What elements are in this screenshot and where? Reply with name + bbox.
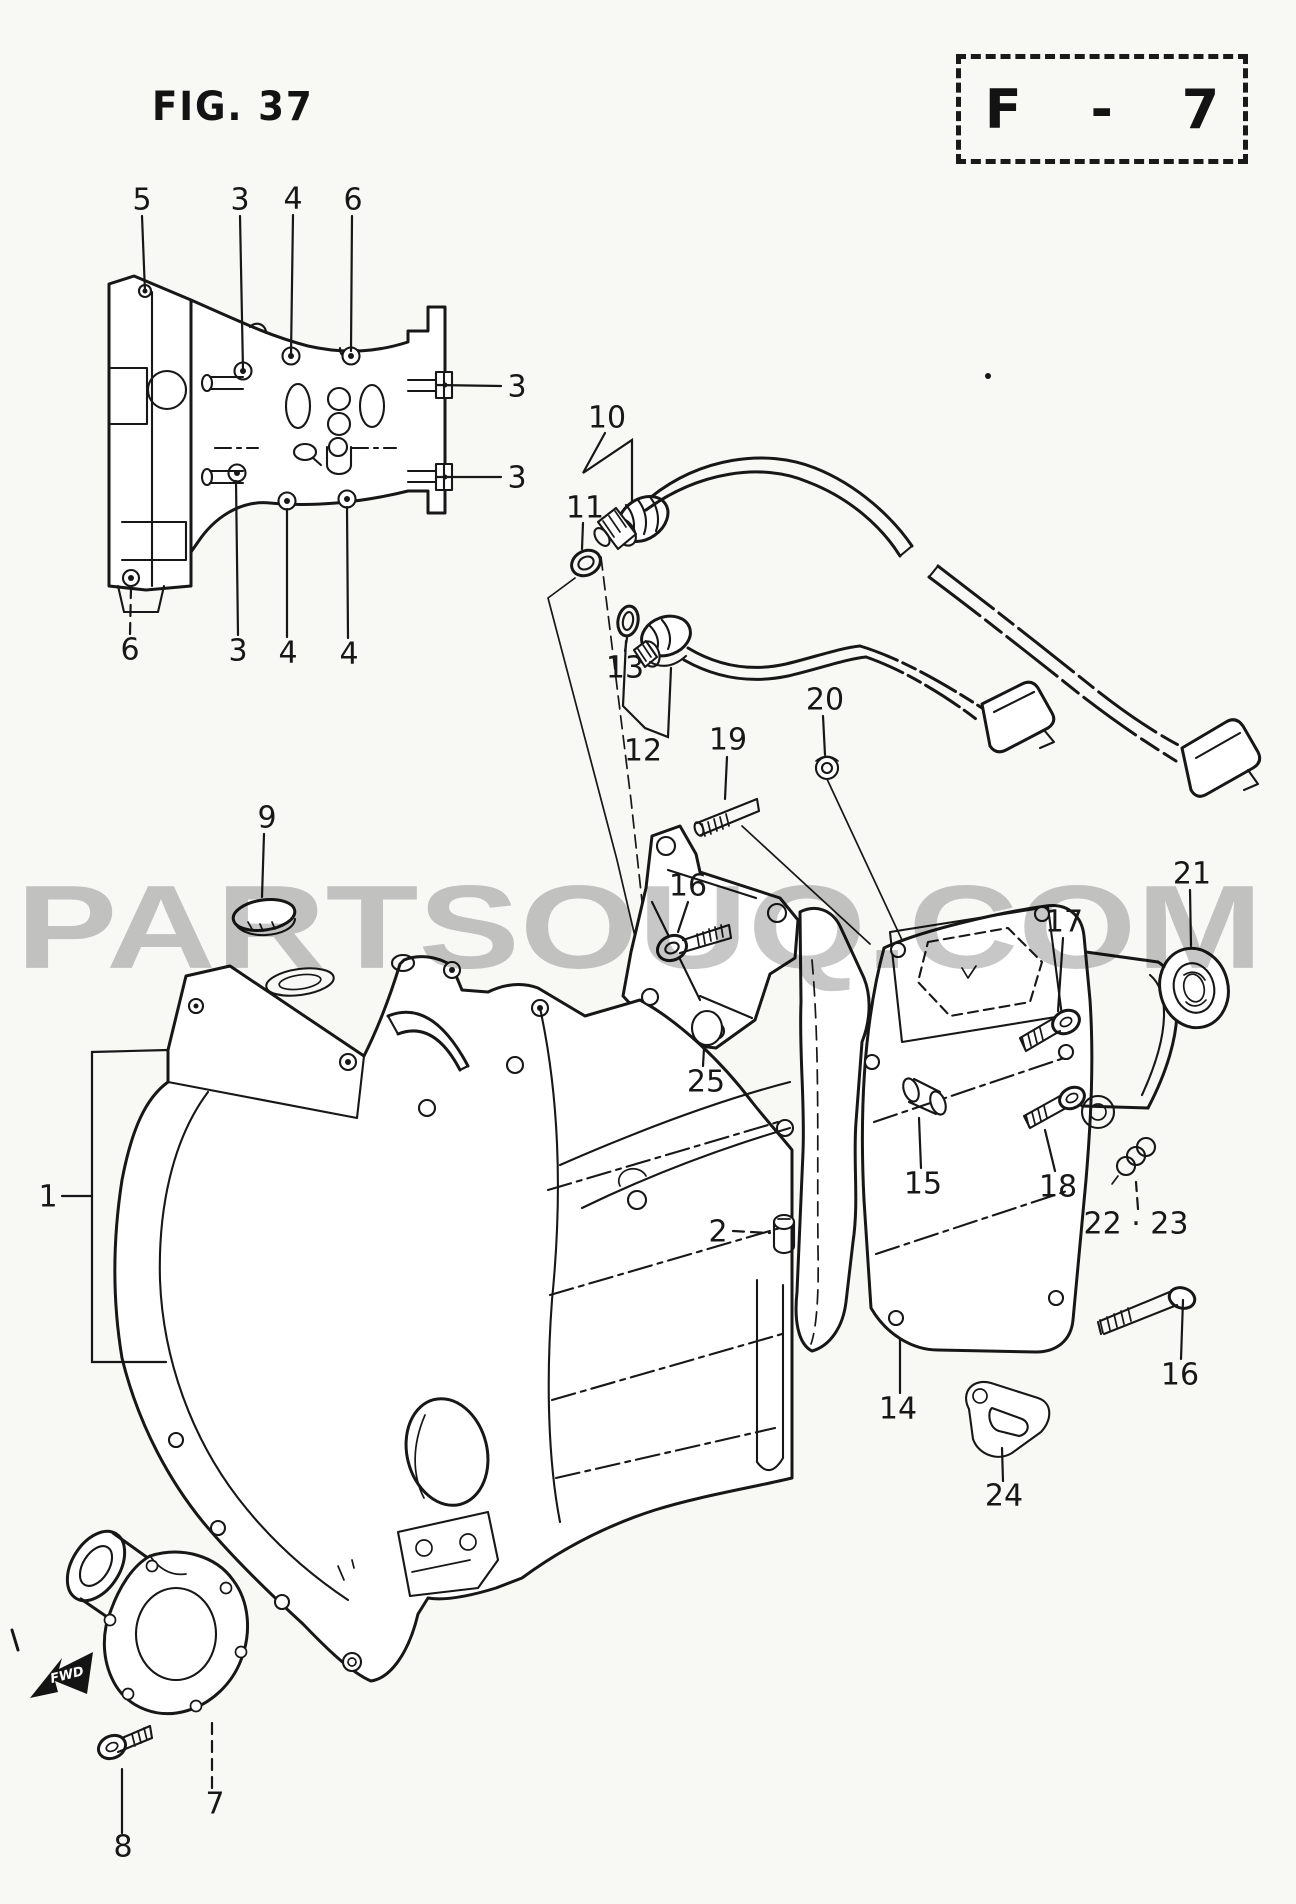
callout-14: 14 [879,1392,917,1427]
callout-leader-24 [1000,1446,1005,1483]
callout-leader-25 [701,1046,706,1068]
plug-2 [772,1213,796,1255]
print-tick [10,1628,20,1652]
callout-3: 3 [228,634,247,669]
callout-3: 3 [507,370,526,405]
callout-16: 16 [669,869,707,904]
callout-9: 9 [257,801,276,836]
callout-8: 8 [113,1830,132,1865]
callout-6: 6 [120,633,139,668]
bolt-16b [1096,1286,1197,1336]
callout-5: 5 [132,183,151,218]
callout-leader-3 [234,479,240,637]
switch-a [593,494,670,551]
callout-3: 3 [230,183,249,218]
switch-harness [547,456,1262,993]
callout-21: 21 [1173,857,1211,892]
callout-leader-11 [580,521,585,551]
callout-7: 7 [205,1787,224,1822]
callout-leader-10 [582,431,634,504]
figure-title: FIG. 37 [152,84,314,130]
callout-leader-6 [128,586,133,636]
callout-leader-5 [140,214,147,294]
callout-leader-1 [90,1048,170,1364]
mounting-bracket [621,824,800,1050]
bolt-8 [96,1724,154,1761]
callout-leader-6 [349,214,354,353]
callout-leader-15 [917,1116,923,1170]
callout-leader-18 [1043,1128,1057,1173]
callout-4: 4 [339,637,358,672]
case-side-view [107,274,454,614]
print-dot [985,373,991,379]
filler-cap-9 [231,898,297,937]
page-reference-label: F - 7 [984,77,1236,141]
callout-leader-3 [434,383,503,388]
callout-leader-4 [345,505,350,640]
callout-leader-4 [289,213,295,357]
callout-6: 6 [343,183,362,218]
callout-22 · 23: 22 · 23 [1084,1207,1189,1242]
page-reference-box: F - 7 [956,54,1248,164]
callout-24: 24 [985,1479,1023,1514]
nut-20 [814,755,840,781]
callout-leader-16 [1179,1298,1185,1361]
o-ring-13 [616,604,640,638]
callout-15: 15 [904,1167,942,1202]
callout-3: 3 [507,461,526,496]
extension-cover [65,1529,250,1761]
callout-2: 2 [708,1215,727,1250]
callout-25: 25 [687,1065,725,1100]
callout-10: 10 [588,401,626,436]
oil-seal-21 [1158,946,1230,1030]
stud-19 [693,797,761,837]
callout-20: 20 [806,683,844,718]
callout-11: 11 [566,491,604,526]
main-case [113,898,796,1683]
callout-leader-22 · 23 [1134,1180,1140,1211]
gasket-14 [794,907,871,1353]
connector-b [1180,718,1262,798]
callout-leader-9 [260,832,266,899]
callout-leader-3 [238,214,245,372]
callout-leader-20 [821,714,827,757]
right-cover-assembly [794,904,1230,1458]
callout-leader-2 [731,1229,772,1235]
callout-leader-17 [1056,936,1065,1013]
callout-18: 18 [1039,1170,1077,1205]
o-ring-11 [570,548,602,578]
spring-22-23 [1111,1136,1157,1185]
callout-19: 19 [709,723,747,758]
plug-25 [690,1009,724,1047]
callout-17: 17 [1045,905,1083,940]
gasket-24 [965,1380,1051,1458]
callout-12: 12 [624,734,662,769]
callout-leader-19 [723,755,729,801]
callout-leader-21 [1188,888,1193,948]
callout-4: 4 [283,182,302,217]
switch-b [632,614,692,669]
callout-16: 16 [1161,1358,1199,1393]
bolt-18 [1022,1085,1086,1130]
bolt-16a [655,923,733,963]
callout-4: 4 [278,636,297,671]
callout-1: 1 [38,1180,57,1215]
bushing-15 [902,1077,947,1116]
callout-leader-16 [676,900,690,934]
connector-a [980,680,1056,754]
fwd-arrow: FWD [30,1652,93,1698]
bolt-17 [1018,1008,1081,1053]
callout-leader-12 [621,639,673,739]
